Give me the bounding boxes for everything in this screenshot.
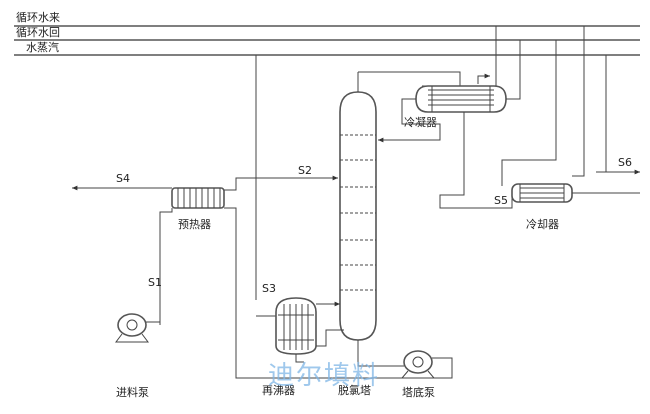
condenser: 冷凝器 [404, 85, 507, 129]
reboiler: 再沸器 [262, 297, 317, 397]
cooling-water-supply-label: 循环水来 [16, 11, 60, 24]
utility-headers: 循环水来 循环水回 水蒸汽 [14, 11, 640, 56]
distillation-tower: 脱氯塔 [338, 72, 377, 397]
cooler: 冷却器 [511, 183, 573, 231]
s2-line [224, 175, 338, 191]
stream-s3-label: S3 [262, 282, 276, 295]
condenser-label: 冷凝器 [404, 115, 437, 129]
feed-pump: 进料泵 [115, 313, 160, 399]
bottom-pump-label: 塔底泵 [402, 385, 435, 399]
cooling-water-return-label: 循环水回 [16, 26, 60, 39]
watermark-text: 迪尔填料 [268, 361, 380, 391]
stream-s5-label: S5 [494, 194, 508, 207]
steam-label: 水蒸汽 [26, 40, 59, 54]
stream-s6-label: S6 [618, 156, 632, 169]
reflux-line [378, 98, 441, 143]
s1-line [159, 208, 173, 325]
preheater-label: 预热器 [178, 218, 211, 231]
bottom-pump: 塔底泵 [400, 350, 436, 399]
condenser-cw-out [506, 40, 521, 100]
product-to-cooler [439, 112, 513, 209]
reboiler-label: 再沸器 [262, 384, 295, 397]
overhead-vapor-line [358, 71, 461, 87]
stream-s1-label: S1 [148, 276, 162, 289]
stream-s2-label: S2 [298, 164, 312, 177]
bottom-pump-discharge [224, 207, 453, 379]
condenser-vent [477, 73, 490, 84]
stream-s4-label: S4 [116, 172, 130, 185]
cooler-cw-supply [572, 26, 585, 177]
tower-label: 脱氯塔 [338, 383, 371, 397]
bottoms-to-reboiler [316, 329, 344, 347]
tower-bottom-line [357, 340, 404, 367]
feed-pump-label: 进料泵 [116, 385, 149, 399]
cooler-label: 冷却器 [526, 218, 559, 231]
cooler-cw-return [501, 40, 557, 186]
reboiler-drain [295, 354, 304, 363]
preheater: 预热器 [171, 187, 225, 231]
